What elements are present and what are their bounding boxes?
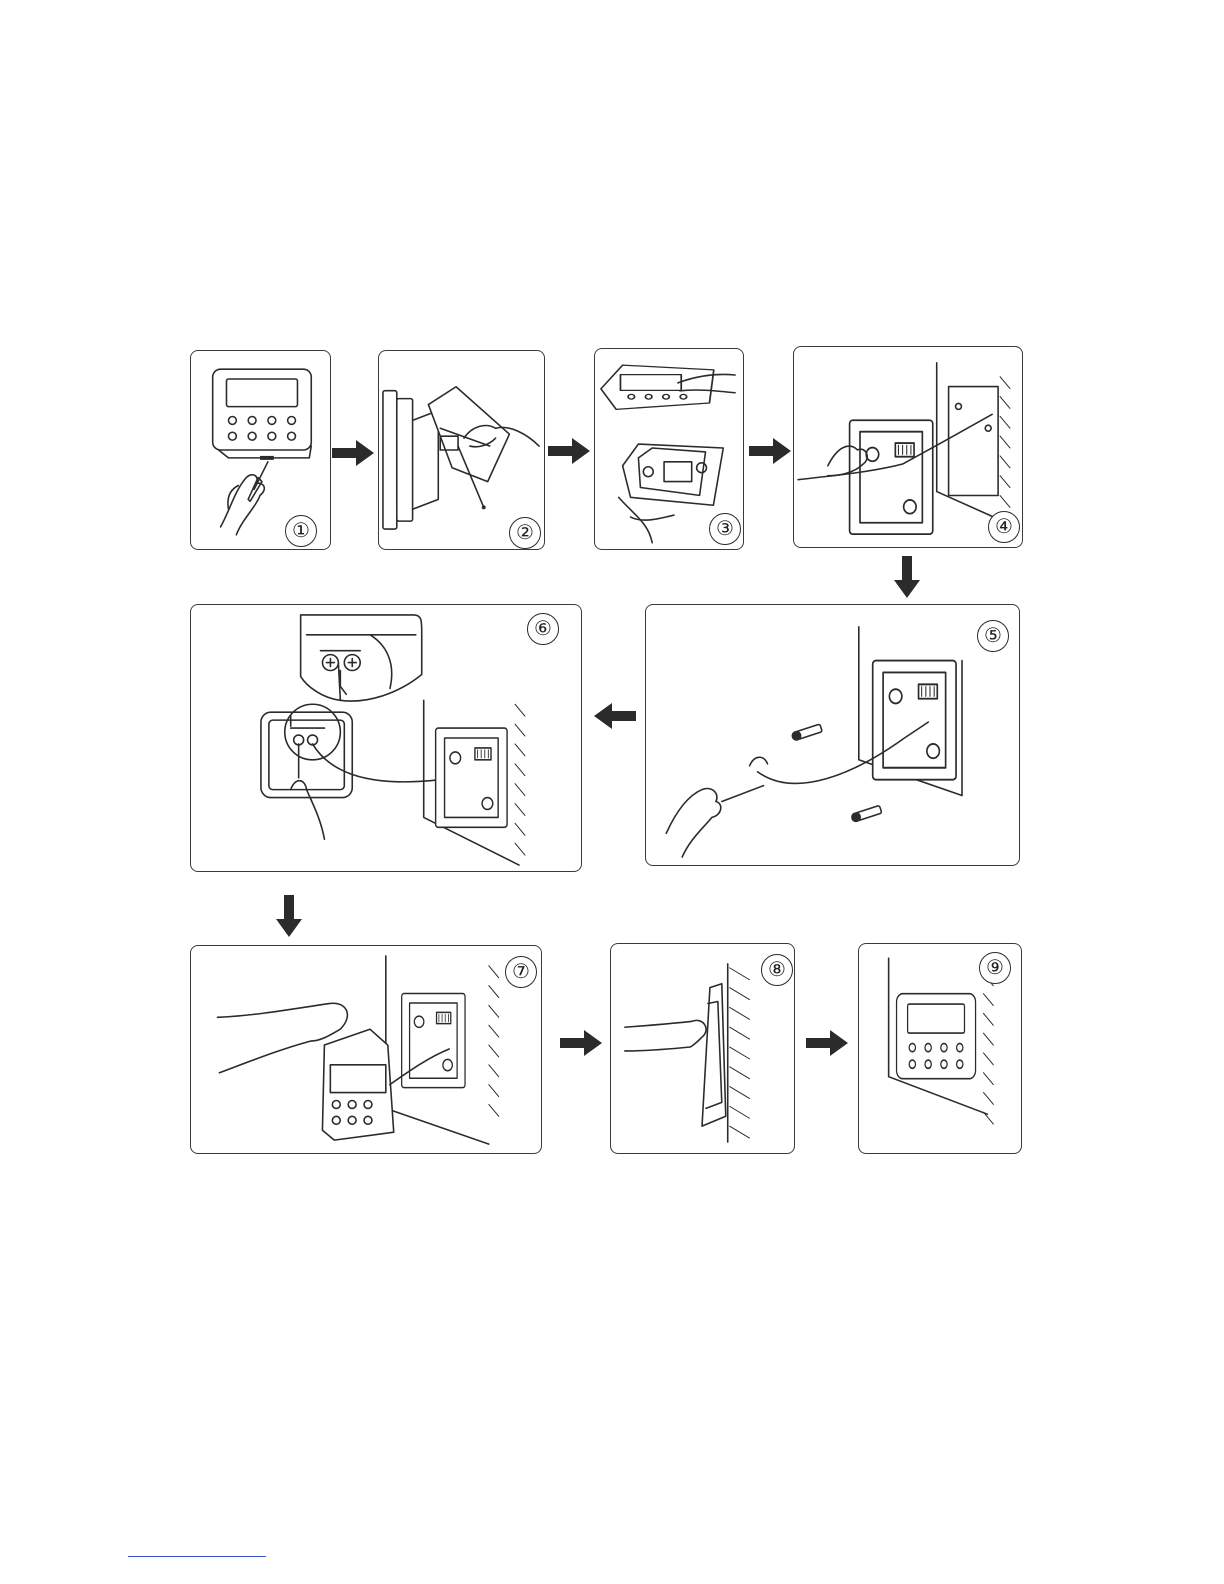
step-5-panel: ⑤ <box>645 604 1020 866</box>
step-number: ⑤ <box>977 620 1009 652</box>
step-number: ⑦ <box>505 956 537 988</box>
step-9-panel: ⑨ <box>858 943 1022 1154</box>
step-number: ⑥ <box>527 613 559 645</box>
thick-arrow-icon <box>276 895 302 937</box>
step-7-illustration <box>191 946 541 1153</box>
step-6-panel: ⑥ <box>190 604 582 872</box>
thick-arrow-icon <box>332 440 374 466</box>
step-4-panel: ④ <box>793 346 1023 548</box>
step-5-illustration <box>646 605 1019 865</box>
step-4-illustration <box>794 347 1022 547</box>
step-6-illustration <box>191 605 581 871</box>
thick-arrow-icon <box>560 1030 602 1056</box>
thick-arrow-icon <box>894 556 920 598</box>
step-3-panel: ③ <box>594 348 744 550</box>
thick-arrow-icon <box>749 438 791 464</box>
step-number: ④ <box>988 511 1020 543</box>
step-8-panel: ⑧ <box>610 943 795 1154</box>
step-1-panel: ① <box>190 350 331 550</box>
step-2-panel: ② <box>378 350 545 550</box>
thick-arrow-icon <box>548 438 590 464</box>
step-7-panel: ⑦ <box>190 945 542 1154</box>
step-number: ② <box>509 517 541 549</box>
step-number: ⑧ <box>761 954 793 986</box>
step-number: ① <box>285 515 317 547</box>
thick-arrow-icon <box>594 703 636 729</box>
thick-arrow-icon <box>806 1030 848 1056</box>
step-number: ⑨ <box>979 952 1011 984</box>
footer-rule <box>128 1556 266 1557</box>
step-number: ③ <box>709 513 741 545</box>
